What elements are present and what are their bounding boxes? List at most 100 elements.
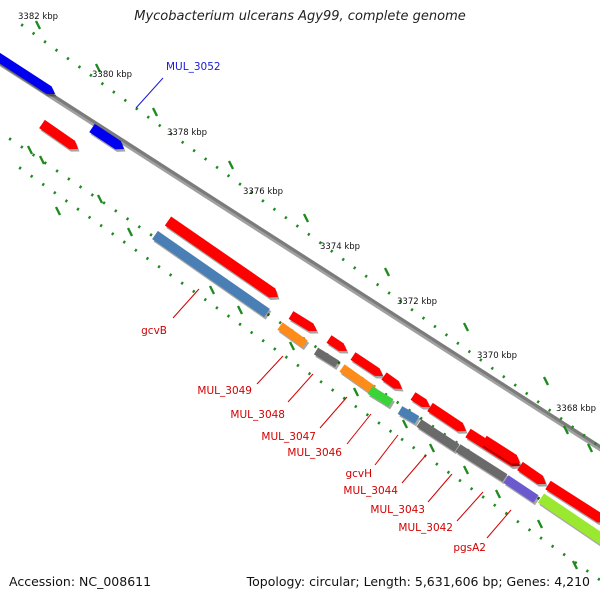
tick-dot — [203, 297, 207, 302]
scale-label: 3382 kbp — [18, 12, 58, 22]
tick-dot — [493, 503, 497, 507]
gene-leader-line — [427, 473, 453, 503]
tick-dot — [536, 400, 540, 404]
tick-dot — [400, 437, 404, 442]
feature-body — [416, 419, 460, 452]
tick-dot — [458, 478, 462, 483]
gene-label: MUL_3047 — [261, 431, 316, 443]
major-tick — [34, 20, 42, 30]
major-tick — [126, 227, 134, 237]
gene-leader-line — [456, 491, 484, 522]
inner-tick-track-2 — [18, 166, 600, 581]
gene-feature — [397, 406, 421, 427]
feature-body — [381, 372, 402, 389]
tick-dot — [180, 140, 185, 145]
tick-dot — [377, 421, 381, 425]
gene-label: gcvB — [141, 325, 167, 337]
tick-dot — [192, 289, 196, 294]
tick-dot — [446, 470, 451, 475]
tick-dot — [168, 273, 173, 277]
gene-leader-line — [135, 77, 164, 109]
feature-body — [39, 119, 78, 150]
tick-dot — [435, 462, 439, 466]
major-tick — [96, 194, 104, 204]
major-tick — [401, 419, 409, 429]
feature-body — [410, 392, 430, 407]
major-tick — [562, 425, 570, 435]
gene-feature — [416, 419, 461, 455]
gene-feature — [481, 435, 522, 466]
major-tick — [428, 443, 436, 453]
gene-feature — [164, 216, 280, 301]
feature-body — [427, 402, 466, 432]
gene-label: MUL_3043 — [370, 504, 425, 516]
tick-dot — [421, 316, 426, 320]
feature-body — [164, 216, 278, 298]
feature-body — [503, 475, 539, 503]
major-tick — [462, 322, 470, 332]
feature-body — [545, 480, 600, 523]
gene-feature — [537, 493, 600, 547]
major-tick — [302, 213, 310, 223]
gene-feature — [545, 480, 600, 525]
tick-dot — [112, 90, 116, 94]
tick-dot — [593, 441, 598, 446]
scale-label: 3372 kbp — [397, 297, 437, 307]
tick-dot — [20, 23, 24, 27]
tick-dot — [467, 349, 472, 354]
tick-dot — [8, 137, 12, 141]
tick-dot — [31, 31, 36, 36]
major-tick — [236, 305, 244, 315]
tick-dot — [66, 56, 70, 61]
gene-feature — [427, 402, 468, 434]
gene-feature — [288, 311, 319, 334]
tick-dot — [364, 274, 368, 279]
gene-feature — [89, 123, 126, 152]
tick-dot — [149, 233, 153, 237]
gene-feature — [0, 52, 57, 97]
tick-dot — [490, 366, 494, 371]
tick-dot — [504, 511, 508, 516]
gene-leader-line — [486, 509, 512, 539]
tick-dot — [341, 257, 345, 262]
tick-dot — [31, 153, 36, 157]
gene-feature — [313, 347, 341, 370]
major-tick — [462, 465, 470, 475]
tick-dot — [145, 256, 150, 261]
tick-dot — [330, 249, 334, 253]
tick-dot — [238, 182, 242, 186]
tick-dot — [456, 341, 460, 346]
tick-dot — [55, 169, 59, 173]
tick-dot — [342, 396, 346, 401]
tick-dot — [410, 307, 414, 312]
major-tick — [227, 160, 235, 170]
tick-dot — [100, 81, 105, 86]
tick-dot — [502, 374, 506, 379]
scale-label: 3378 kbp — [167, 128, 207, 138]
tick-dot — [249, 190, 254, 195]
tick-dot — [111, 232, 115, 236]
gene-label: MUL_3042 — [398, 522, 453, 534]
tick-dot — [157, 264, 161, 269]
tick-dot — [562, 552, 566, 557]
gene-label: MUL_3049 — [197, 385, 252, 397]
topology-text: Topology: circular; Length: 5,631,606 bp… — [246, 574, 590, 589]
gene-leader-line — [172, 288, 200, 319]
feature-body — [288, 311, 317, 332]
gene-leader-line — [401, 454, 427, 484]
scale-label: 3380 kbp — [92, 70, 132, 80]
gene-label: MUL_3044 — [343, 485, 398, 497]
major-tick — [586, 443, 594, 453]
feature-body — [517, 461, 546, 485]
gene-feature — [350, 352, 385, 379]
backbone-shadow — [0, 60, 600, 452]
tick-dot — [90, 193, 94, 197]
tick-dot — [261, 338, 265, 343]
major-tick — [571, 560, 579, 570]
tick-dot — [215, 165, 219, 170]
tick-dot — [550, 544, 555, 549]
gene-feature — [339, 364, 378, 397]
gene-feature — [410, 392, 432, 410]
tick-dot — [513, 383, 517, 387]
